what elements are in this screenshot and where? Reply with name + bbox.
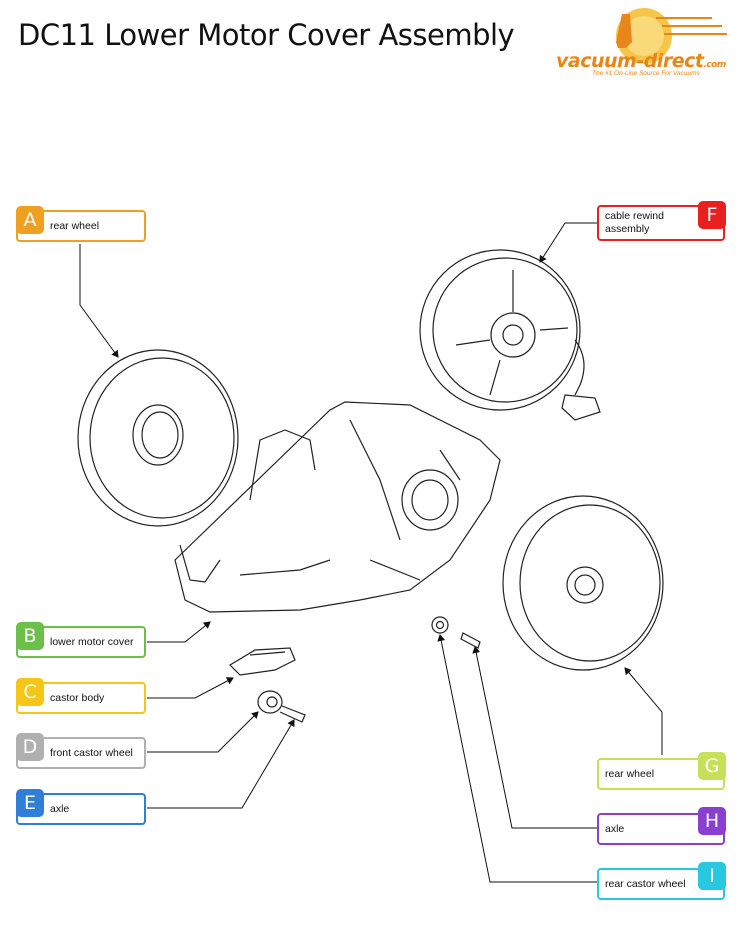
castor-body-drawing (229, 647, 296, 676)
callout-h-label: axle (605, 822, 625, 835)
callout-b-badge: B (16, 622, 44, 650)
logo-domain: .com (703, 60, 726, 70)
callout-d-label: front castor wheel (50, 746, 133, 759)
rear-wheel-g-drawing (502, 495, 664, 671)
lower-motor-cover-drawing (174, 401, 501, 613)
callout-d-badge: D (16, 733, 44, 761)
rear-castor-wheel-drawing (431, 616, 481, 649)
callout-g-badge: G (698, 752, 726, 780)
front-castor-wheel-drawing (257, 690, 306, 723)
logo-tagline: The #1 On-Line Source For Vacuums (592, 70, 700, 77)
callout-g-label: rear wheel (605, 767, 655, 780)
vacuum-logo-icon (616, 8, 727, 64)
rear-wheel-a-drawing (77, 349, 239, 527)
callout-f-label: cable rewind assembly (605, 210, 664, 235)
callout-i-badge: I (698, 862, 726, 890)
callout-a-label: rear wheel (50, 219, 100, 232)
vacuum-direct-logo[interactable]: vacuum-direct.com The #1 On-Line Source … (552, 6, 742, 84)
page-title: DC11 Lower Motor Cover Assembly (18, 18, 515, 52)
callout-b-label: lower motor cover (50, 635, 134, 648)
logo-brand: vacuum-direct (556, 50, 704, 72)
callout-a-badge: A (16, 206, 44, 234)
callout-h-badge: H (698, 807, 726, 835)
callout-e-label: axle (50, 802, 70, 815)
callout-c-label: castor body (50, 691, 105, 704)
callout-e-badge: E (16, 789, 44, 817)
callout-f-badge: F (698, 201, 726, 229)
cable-rewind-drawing (419, 249, 601, 421)
callout-c-badge: C (16, 678, 44, 706)
callout-i-label: rear castor wheel (605, 877, 686, 890)
